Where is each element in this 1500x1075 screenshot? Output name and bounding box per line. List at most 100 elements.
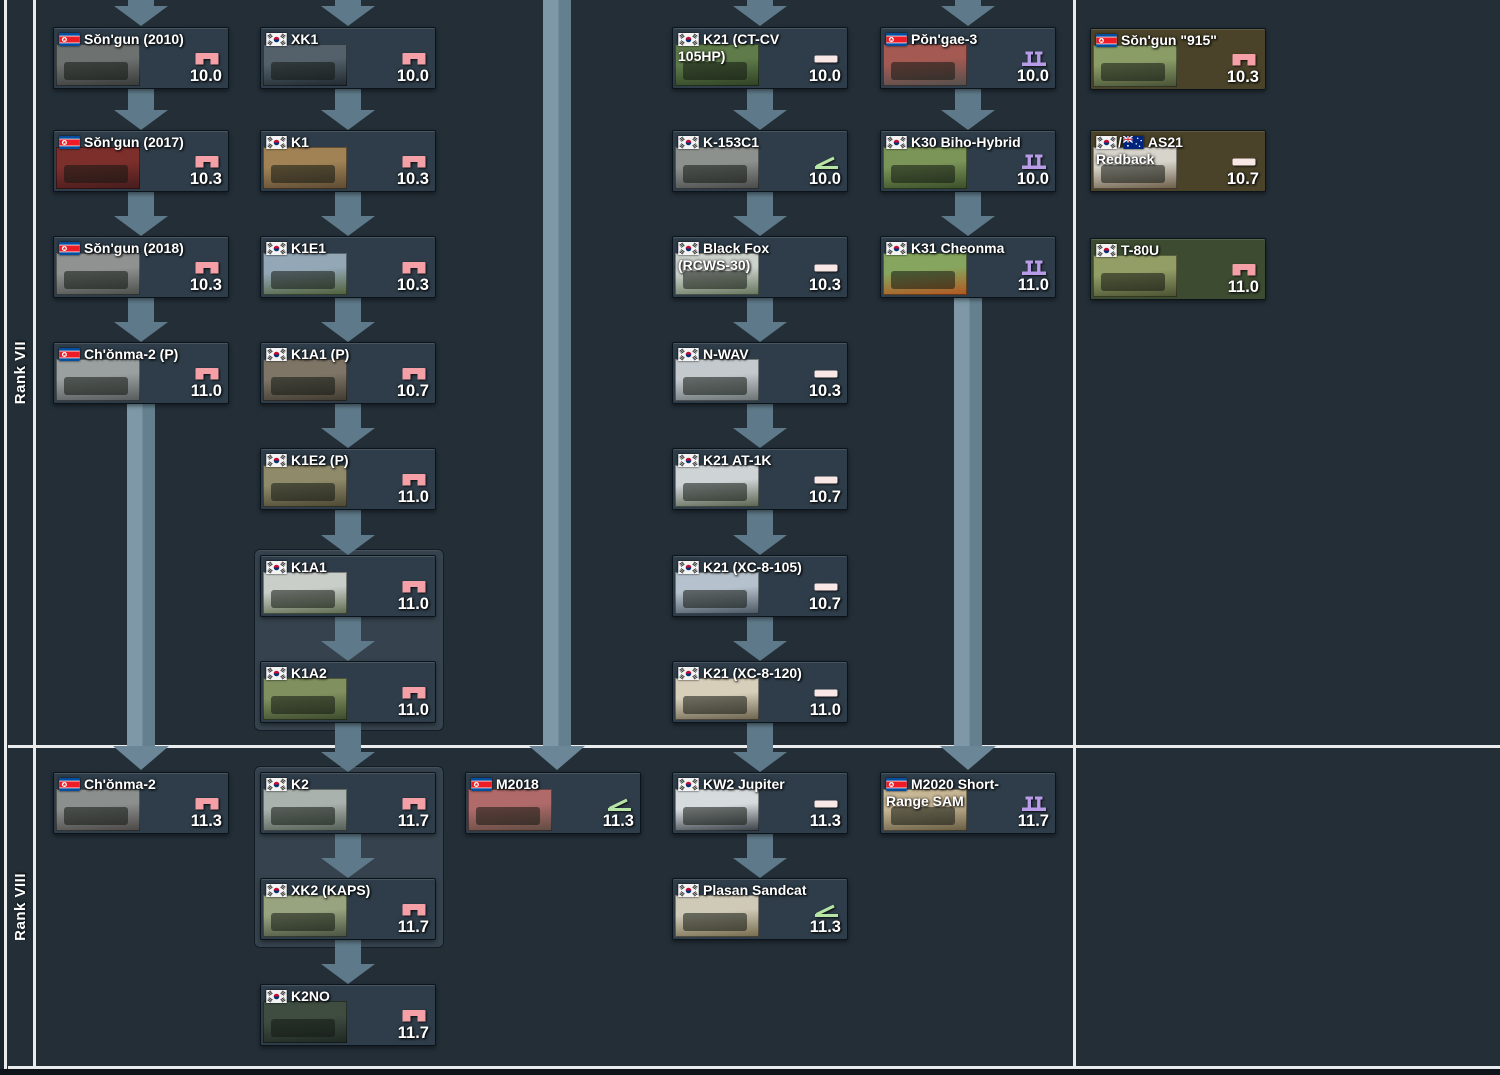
- vehicle-card-k31-cheonma[interactable]: K31 Cheonma 11.0: [880, 236, 1056, 298]
- flag-south-korea-icon: [678, 242, 699, 255]
- vehicle-card-songun-2017[interactable]: Sŏn'gun (2017) 10.3: [53, 130, 229, 192]
- spaa-icon: [1021, 260, 1047, 276]
- vehicle-name: KW2 Jupiter: [678, 776, 845, 793]
- light-tank-icon: [813, 51, 839, 67]
- bottom-strip: [0, 1069, 1500, 1075]
- vehicle-card-n-wav[interactable]: N-WAV 10.3: [672, 342, 848, 404]
- research-arrow: [128, 298, 154, 322]
- flag-south-korea-icon: [266, 136, 287, 149]
- vehicle-name: K-153C1: [678, 134, 845, 151]
- medium-tank-icon: [401, 154, 427, 170]
- vehicle-card-k1a2[interactable]: K1A2 11.0: [260, 661, 436, 723]
- vehicle-card-m2018[interactable]: M2018 11.3: [465, 772, 641, 834]
- flag-north-korea-icon: [1096, 34, 1117, 47]
- research-arrow-stub: [955, 0, 981, 6]
- rank-vii-band: Rank VII: [8, 0, 33, 745]
- research-arrow-head: [733, 752, 787, 772]
- premium-column-separator: [1073, 0, 1076, 1066]
- flag-south-korea-icon: [1096, 244, 1117, 257]
- vehicle-card-k30-biho[interactable]: K30 Biho-Hybrid 10.0: [880, 130, 1056, 192]
- vehicle-card-songun-2018[interactable]: Sŏn'gun (2018) 10.3: [53, 236, 229, 298]
- research-arrow-head: [321, 322, 375, 342]
- vehicle-card-kw2-jupiter[interactable]: KW2 Jupiter 11.3: [672, 772, 848, 834]
- vehicle-card-k2[interactable]: K2 11.7: [260, 772, 436, 834]
- research-arrow-head: [733, 110, 787, 130]
- vehicle-name: K31 Cheonma: [886, 240, 1053, 257]
- rank-viii-band: Rank VIII: [8, 748, 33, 1066]
- spaa-icon: [1021, 154, 1047, 170]
- vehicle-card-pongae-3[interactable]: Pŏn'gae-3 10.0: [880, 27, 1056, 89]
- battle-rating: 11.3: [190, 812, 222, 830]
- flag-north-korea-icon: [886, 33, 907, 46]
- battle-rating: 10.0: [808, 67, 841, 85]
- research-arrow-stub-head: [733, 6, 787, 26]
- research-arrow-head: [114, 110, 168, 130]
- vehicle-thumbnail: [263, 789, 347, 831]
- research-arrow: [955, 89, 981, 110]
- battle-rating: 11.0: [1017, 276, 1049, 294]
- vehicle-card-chonma-2-p[interactable]: Ch'ŏnma-2 (P) 11.0: [53, 342, 229, 404]
- vehicle-card-k153c1[interactable]: K-153C1 10.0: [672, 130, 848, 192]
- battle-rating: 10.3: [396, 170, 429, 188]
- vehicle-card-k21-at1k[interactable]: K21 AT-1K 10.7: [672, 448, 848, 510]
- vehicle-card-xk1[interactable]: XK1 10.0: [260, 27, 436, 89]
- light-tank-icon: [813, 366, 839, 382]
- vehicle-thumbnail: [883, 44, 967, 86]
- medium-tank-icon: [401, 51, 427, 67]
- vehicle-thumbnail: [263, 253, 347, 295]
- vehicle-card-plasan-sandcat[interactable]: Plasan Sandcat 11.3: [672, 878, 848, 940]
- vehicle-card-t-80u[interactable]: T-80U 11.0: [1090, 238, 1266, 300]
- flag-north-korea-icon: [471, 778, 492, 791]
- flag-australia-icon: [1122, 136, 1144, 149]
- battle-rating: 11.3: [602, 812, 634, 830]
- medium-tank-icon: [401, 579, 427, 595]
- vehicle-thumbnail: [883, 789, 967, 831]
- flag-south-korea-icon: [678, 778, 699, 791]
- research-arrow: [747, 617, 773, 641]
- research-arrow: [335, 298, 361, 322]
- battle-rating: 11.7: [397, 1024, 429, 1042]
- vehicle-name: K1A1 (P): [266, 346, 433, 363]
- vehicle-thumbnail: [675, 678, 759, 720]
- research-arrow: [128, 89, 154, 110]
- vehicle-card-k1a1[interactable]: K1A1 11.0: [260, 555, 436, 617]
- research-arrow-head: [321, 110, 375, 130]
- vehicle-card-k21-xc8-120[interactable]: K21 (XC-8-120) 11.0: [672, 661, 848, 723]
- battle-rating: 10.0: [1016, 170, 1049, 188]
- sidebar-inner-separator: [33, 0, 36, 1075]
- vehicle-card-k21-xc8-105[interactable]: K21 (XC-8-105) 10.7: [672, 555, 848, 617]
- medium-tank-icon: [401, 685, 427, 701]
- vehicle-card-chonma-2[interactable]: Ch'ŏnma-2 11.3: [53, 772, 229, 834]
- vehicle-name: K1: [266, 134, 433, 151]
- battle-rating: 11.7: [397, 918, 429, 936]
- vehicle-card-k1[interactable]: K1 10.3: [260, 130, 436, 192]
- vehicle-thumbnail: [263, 1001, 347, 1043]
- vehicle-card-k2no[interactable]: K2NO 11.7: [260, 984, 436, 1046]
- vehicle-card-k1a1-p[interactable]: K1A1 (P) 10.7: [260, 342, 436, 404]
- flag-north-korea-icon: [59, 242, 80, 255]
- vehicle-card-k1e1[interactable]: K1E1 10.3: [260, 236, 436, 298]
- vehicle-name: Ch'ŏnma-2 (P): [59, 346, 226, 363]
- vehicle-name: K21 AT-1K: [678, 452, 845, 469]
- vehicle-thumbnail: [1093, 45, 1177, 87]
- bottom-separator: [8, 1066, 1500, 1069]
- vehicle-card-songun-915[interactable]: Sŏn'gun "915" 10.3: [1090, 28, 1266, 90]
- flag-north-korea-icon: [59, 348, 80, 361]
- vehicle-thumbnail: [263, 44, 347, 86]
- research-arrow: [747, 192, 773, 216]
- research-arrow-head: [321, 964, 375, 984]
- vehicle-card-black-fox[interactable]: Black Fox(RCWS-30) 10.3: [672, 236, 848, 298]
- vehicle-card-m2020[interactable]: M2020 Short-Range SAM 11.7: [880, 772, 1056, 834]
- vehicle-card-k1e2-p[interactable]: K1E2 (P) 11.0: [260, 448, 436, 510]
- vehicle-card-songun-2010[interactable]: Sŏn'gun (2010) 10.0: [53, 27, 229, 89]
- vehicle-card-xk2-kaps[interactable]: XK2 (KAPS) 11.7: [260, 878, 436, 940]
- flag-south-korea-icon: [266, 242, 287, 255]
- medium-tank-icon: [401, 260, 427, 276]
- light-tank-icon: [813, 685, 839, 701]
- battle-rating: 11.0: [397, 595, 429, 613]
- research-arrow-head: [114, 322, 168, 342]
